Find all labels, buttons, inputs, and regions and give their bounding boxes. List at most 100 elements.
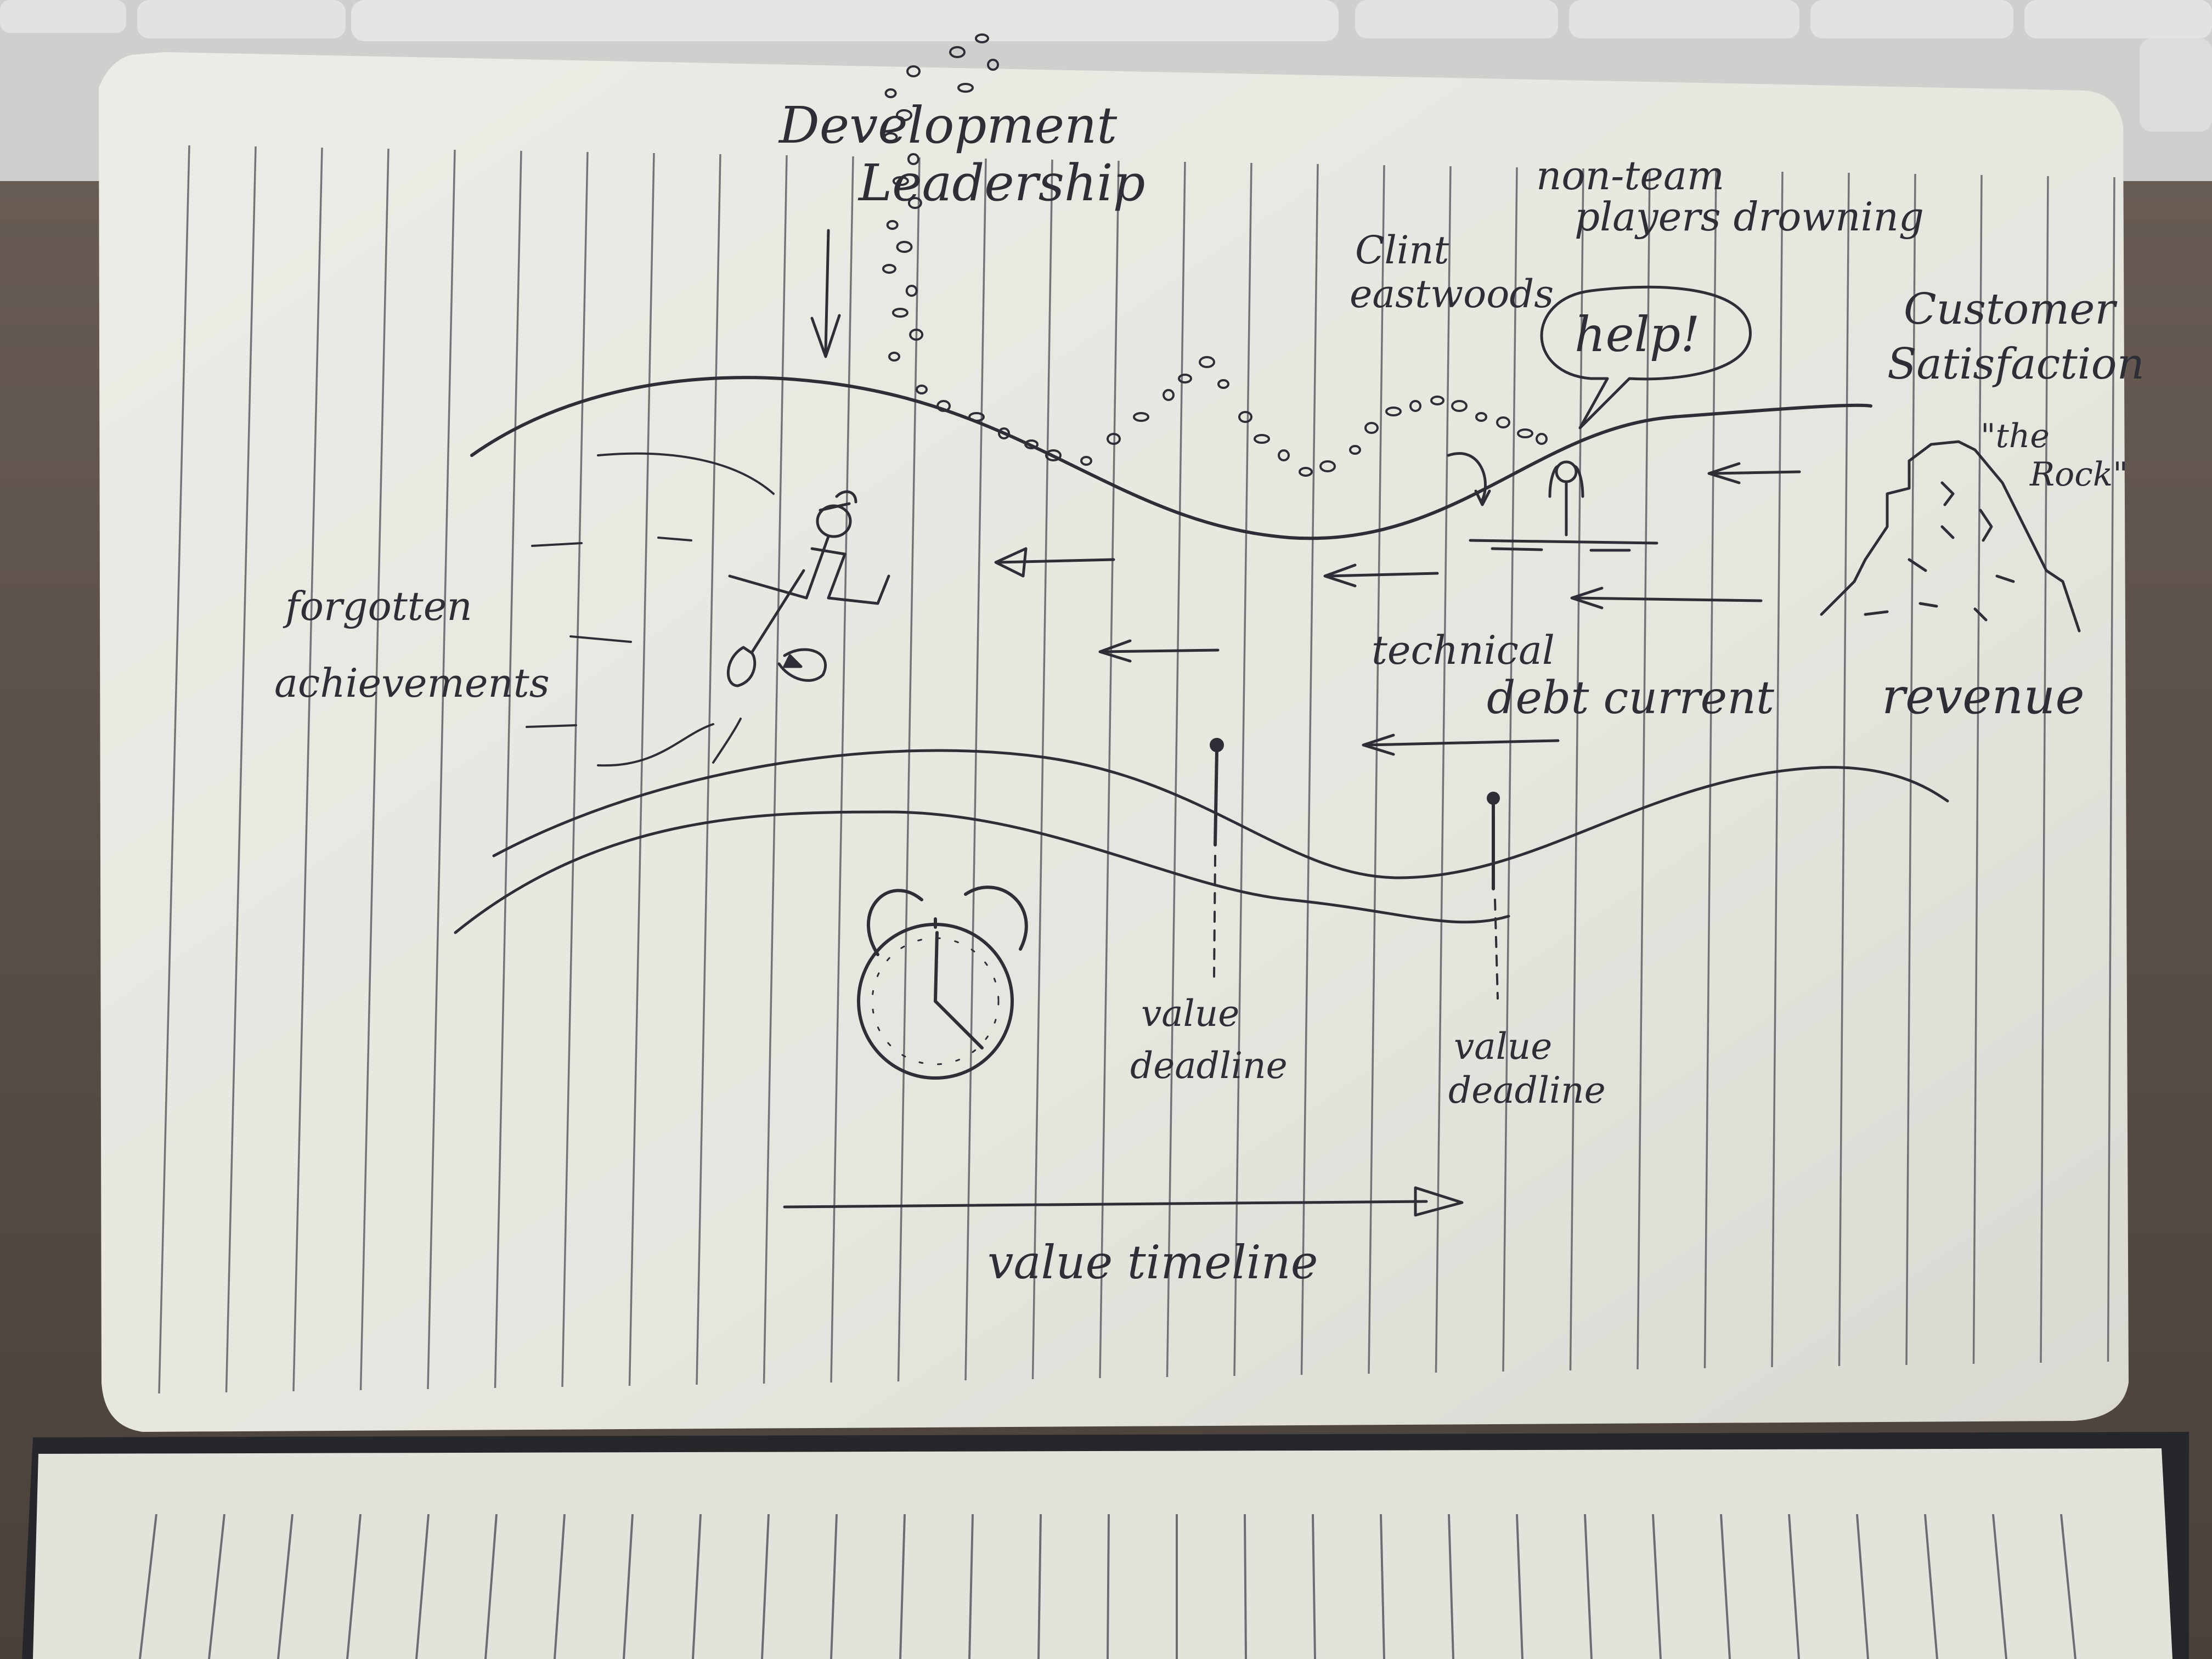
label-leadership: Leadership bbox=[857, 154, 1146, 212]
bubble bbox=[1430, 396, 1444, 405]
page-rule-line bbox=[1099, 160, 1120, 1379]
bottom-rule-line bbox=[139, 1514, 157, 1659]
bubble bbox=[975, 33, 989, 43]
bubble bbox=[957, 83, 974, 93]
bubble bbox=[1238, 411, 1252, 423]
lower-wave-1 bbox=[492, 749, 1949, 879]
bubble bbox=[1349, 445, 1361, 455]
drowning-figure-icon bbox=[1447, 452, 1658, 552]
bubble bbox=[1299, 467, 1313, 477]
page-rule-line bbox=[628, 153, 655, 1386]
page-rule-line bbox=[830, 156, 854, 1383]
bubble bbox=[1475, 412, 1487, 422]
bubble bbox=[1451, 400, 1468, 412]
label-technical: technical bbox=[1372, 627, 1555, 673]
bubble bbox=[949, 46, 966, 58]
bottom-rule-line bbox=[484, 1514, 498, 1659]
page-rule-line bbox=[763, 155, 788, 1384]
bottom-rule-line bbox=[1380, 1514, 1385, 1659]
page-rule-line bbox=[494, 150, 522, 1389]
page-rule-line bbox=[1838, 172, 1850, 1367]
lower-wave-2 bbox=[454, 810, 1510, 934]
page-rule-line bbox=[1771, 171, 1784, 1368]
page-rule-line bbox=[1233, 162, 1252, 1376]
page-rule-line bbox=[897, 157, 921, 1382]
bottom-rule-line bbox=[2060, 1514, 2076, 1659]
page-rule-line bbox=[427, 149, 456, 1390]
bottom-rule-line bbox=[761, 1514, 770, 1659]
label-eastwoods: eastwoods bbox=[1350, 272, 1554, 317]
bubble bbox=[1199, 356, 1215, 368]
upper-wave bbox=[470, 376, 1872, 540]
label-players-drowning: players drowning bbox=[1575, 194, 1924, 240]
page-rule-line bbox=[1569, 168, 1584, 1371]
bottom-page-rules bbox=[139, 1514, 2076, 1659]
page-rule-line bbox=[1905, 173, 1916, 1365]
down-arrow bbox=[810, 229, 841, 358]
bottom-rule-line bbox=[1037, 1514, 1042, 1659]
bubble bbox=[1080, 456, 1092, 466]
label-value-1: value bbox=[1141, 992, 1239, 1035]
page-rule-line bbox=[1435, 166, 1452, 1373]
bubble bbox=[896, 109, 913, 121]
bubble bbox=[1536, 433, 1548, 445]
label-achievements: achievements bbox=[274, 660, 550, 706]
label-clint: Clint bbox=[1355, 228, 1449, 273]
label-value-2: value bbox=[1454, 1025, 1552, 1068]
bubble bbox=[1045, 449, 1062, 461]
page-rule-line bbox=[561, 151, 589, 1387]
bubble bbox=[1319, 460, 1336, 472]
bottom-rule-line bbox=[1448, 1514, 1454, 1659]
label-customer: Customer bbox=[1904, 285, 2118, 334]
bubble bbox=[907, 153, 919, 165]
bottom-rule-line bbox=[1107, 1514, 1110, 1659]
bubble bbox=[1217, 379, 1229, 389]
page-rule-line bbox=[292, 147, 323, 1392]
page-rule-line bbox=[696, 154, 721, 1385]
bubble bbox=[1024, 439, 1039, 449]
label-debt-current: debt current bbox=[1487, 672, 1775, 724]
bottom-rule-line bbox=[554, 1514, 566, 1659]
page-rule-line bbox=[964, 158, 987, 1381]
label-development: Development bbox=[778, 96, 1118, 155]
bottom-rule-line bbox=[692, 1514, 702, 1659]
label-the: "the bbox=[1980, 417, 2050, 455]
bubble bbox=[905, 285, 918, 297]
page-rule-line bbox=[1031, 159, 1053, 1380]
page-rule-line bbox=[158, 145, 190, 1394]
current-arrows bbox=[994, 462, 1801, 756]
bubble bbox=[987, 59, 999, 71]
bottom-rule-line bbox=[415, 1514, 430, 1659]
label-forgotten: forgotten bbox=[283, 583, 472, 629]
bottom-rule-line bbox=[623, 1514, 634, 1659]
page-rule-line bbox=[2107, 177, 2115, 1362]
page-rule-line bbox=[225, 146, 257, 1393]
bottom-page bbox=[33, 1448, 2172, 1659]
bubble bbox=[882, 264, 896, 274]
rock-icon bbox=[1820, 440, 2081, 633]
bubble bbox=[1409, 400, 1421, 412]
bubble bbox=[883, 132, 898, 142]
bottom-rule-line bbox=[830, 1514, 838, 1659]
bottom-rule-line bbox=[1856, 1514, 1869, 1659]
label-non-team: non-team bbox=[1536, 153, 1724, 199]
bubble bbox=[916, 385, 928, 394]
bottom-rule-line bbox=[1720, 1514, 1731, 1659]
page-rule-line bbox=[1368, 165, 1385, 1374]
bottom-rule-line bbox=[1652, 1514, 1662, 1659]
bubble bbox=[892, 176, 909, 186]
bottom-rule-line bbox=[346, 1514, 362, 1659]
top-page bbox=[99, 52, 2129, 1432]
label-value-timeline: value timeline bbox=[988, 1235, 1318, 1289]
bubble bbox=[909, 329, 924, 341]
timeline-arrow bbox=[783, 1186, 1464, 1217]
bubble bbox=[1133, 412, 1149, 422]
label-help: help! bbox=[1575, 306, 1700, 363]
bottom-rule-line bbox=[899, 1514, 906, 1659]
bubble bbox=[886, 220, 899, 230]
bottom-rule-line bbox=[277, 1514, 294, 1659]
bubble bbox=[1385, 407, 1402, 416]
motion-lines bbox=[526, 452, 775, 767]
bottom-rule-line bbox=[1516, 1514, 1523, 1659]
